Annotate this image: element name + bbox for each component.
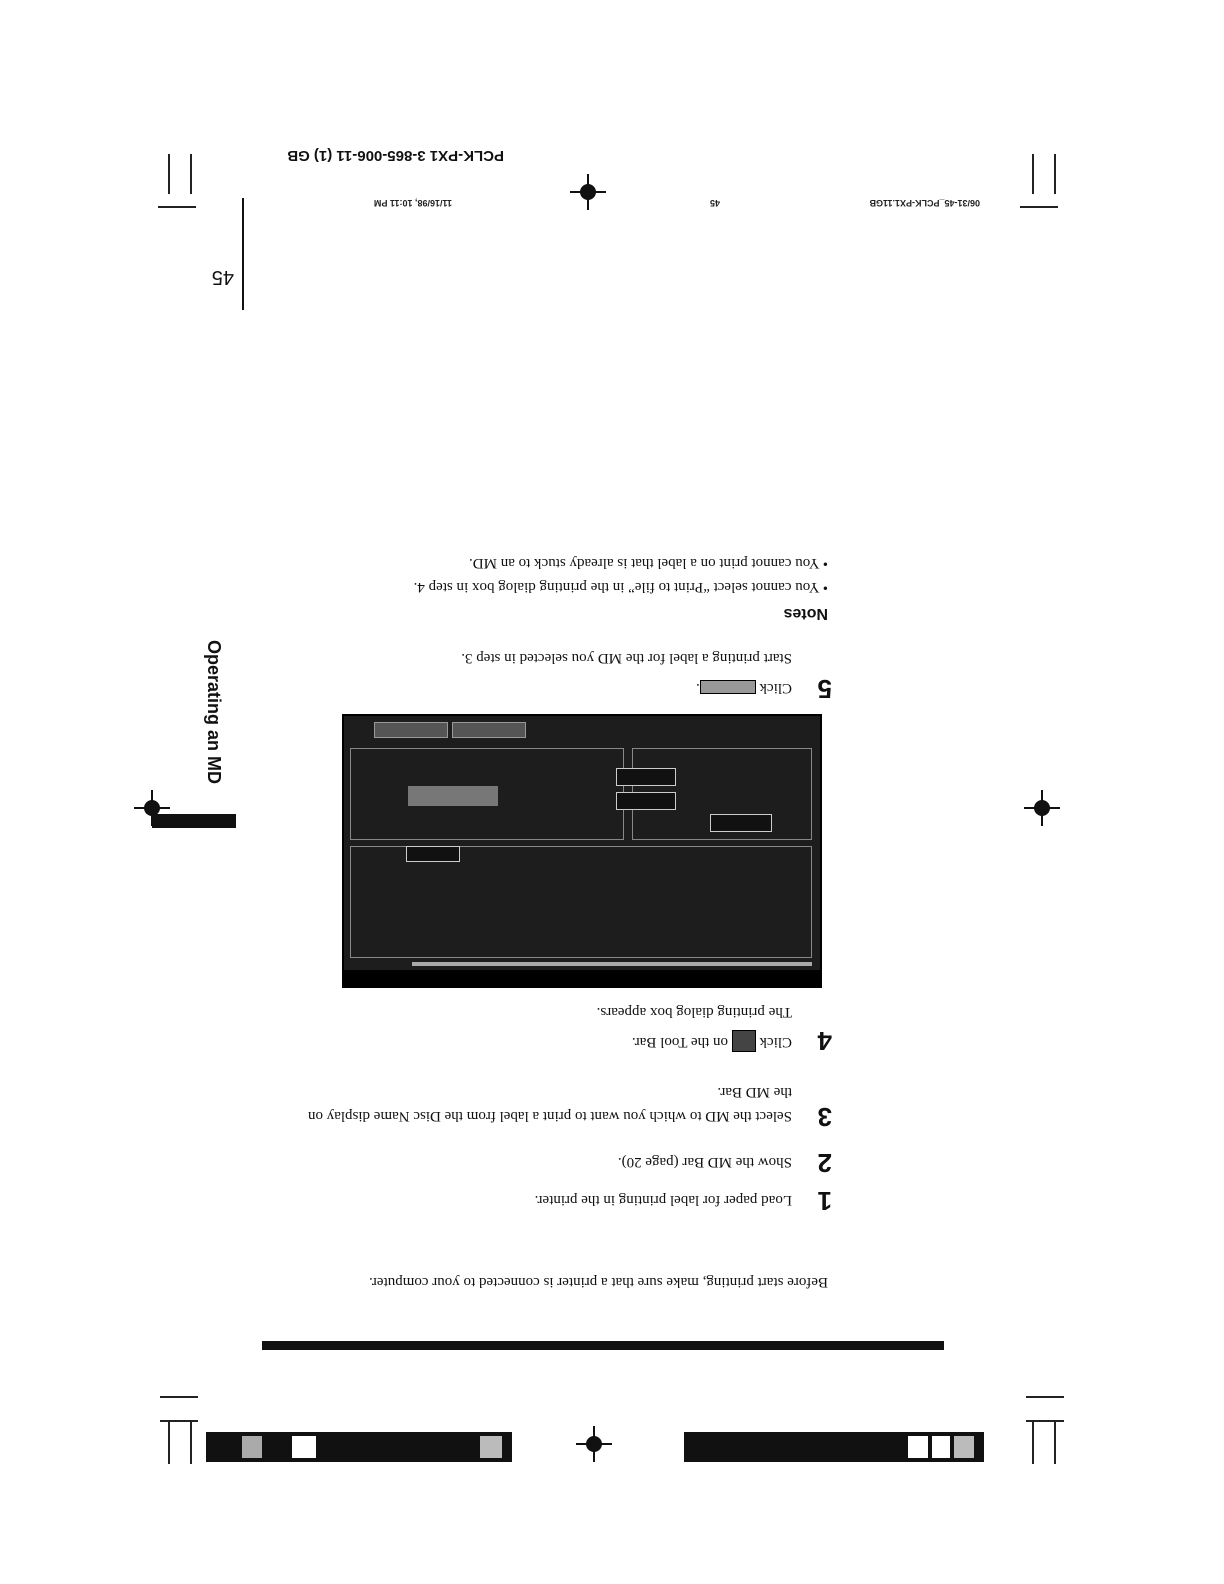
step-result: Start printing a label for the MD you se… [461, 650, 792, 666]
dialog-field [710, 814, 772, 832]
section-tab-label: Operating an MD [204, 640, 224, 785]
slug-date: 11/16/98, 10:11 PM [373, 198, 452, 208]
step-number: 4 [817, 1026, 832, 1056]
step-tail-text: . [696, 680, 700, 696]
step-click-word: Click [759, 680, 793, 696]
step-text: Click . [292, 676, 792, 700]
intro-paragraph: Before start printing, make sure that a … [368, 1274, 828, 1290]
step-tail-text: on the Tool Bar. [631, 1034, 728, 1050]
print-label-icon [731, 1030, 756, 1053]
crop-mark [1026, 1396, 1064, 1398]
bullet-icon: • [822, 555, 828, 571]
dialog-field [616, 768, 676, 786]
page-number-rule [242, 198, 244, 310]
crop-mark [160, 1396, 198, 1398]
top-rule [262, 1341, 944, 1350]
step-result: The printing dialog box appears. [596, 1004, 792, 1020]
crop-mark [168, 1420, 170, 1464]
dialog-tab [452, 722, 526, 738]
label-preview-icon [408, 786, 498, 806]
crop-mark [1032, 154, 1034, 194]
crop-mark [190, 154, 192, 194]
crop-mark [1054, 154, 1056, 194]
registration-mark-icon [1024, 790, 1060, 826]
step-number: 5 [817, 674, 832, 704]
crop-mark [1054, 1420, 1056, 1464]
step-text: Select the MD to which you want to print… [307, 1084, 792, 1124]
registration-mark-icon [134, 790, 170, 826]
crop-mark [168, 154, 170, 194]
note-text: You cannot select “Print to file” in the… [413, 579, 820, 595]
slug-file: 06/31-45_PCLK-PX1.11GB [869, 198, 980, 208]
step-text: Show the MD Bar (page 20). [617, 1154, 792, 1170]
bullet-icon: • [822, 579, 828, 595]
color-bar [206, 1432, 512, 1462]
registration-mark-icon [576, 1426, 612, 1462]
note-text: You cannot print on a label that is alre… [469, 555, 820, 571]
dialog-field [406, 846, 460, 862]
dialog-panel [350, 846, 812, 958]
print-button-icon [699, 680, 756, 695]
crop-mark [190, 1420, 192, 1464]
notes-heading: Notes [783, 605, 828, 622]
step-number: 1 [817, 1186, 832, 1216]
step-text: Click on the Tool Bar. [292, 1030, 792, 1054]
registration-mark-icon [570, 174, 606, 210]
crop-mark [1026, 1420, 1064, 1422]
crop-mark [158, 206, 196, 208]
dialog-field [616, 792, 676, 810]
dialog-titlebar [344, 970, 820, 986]
page-number: 45 [211, 266, 234, 288]
crop-mark [1020, 206, 1058, 208]
progress-bar [412, 962, 812, 966]
note-item: • You cannot select “Print to file” in t… [308, 576, 828, 598]
step-number: 3 [817, 1102, 832, 1132]
crop-mark [1032, 1420, 1034, 1464]
crop-mark [160, 1420, 198, 1422]
step-click-word: Click [759, 1034, 793, 1050]
step-text: Load paper for label printing in the pri… [534, 1192, 792, 1208]
printing-dialog-screenshot [342, 714, 822, 988]
slug-page: 45 [709, 198, 720, 208]
step-number: 2 [817, 1148, 832, 1178]
dialog-tab [374, 722, 448, 738]
model-code: PCLK-PX1 3-865-006-11 (1) GB [287, 147, 504, 164]
note-item: • You cannot print on a label that is al… [308, 552, 828, 574]
color-bar [684, 1432, 984, 1462]
